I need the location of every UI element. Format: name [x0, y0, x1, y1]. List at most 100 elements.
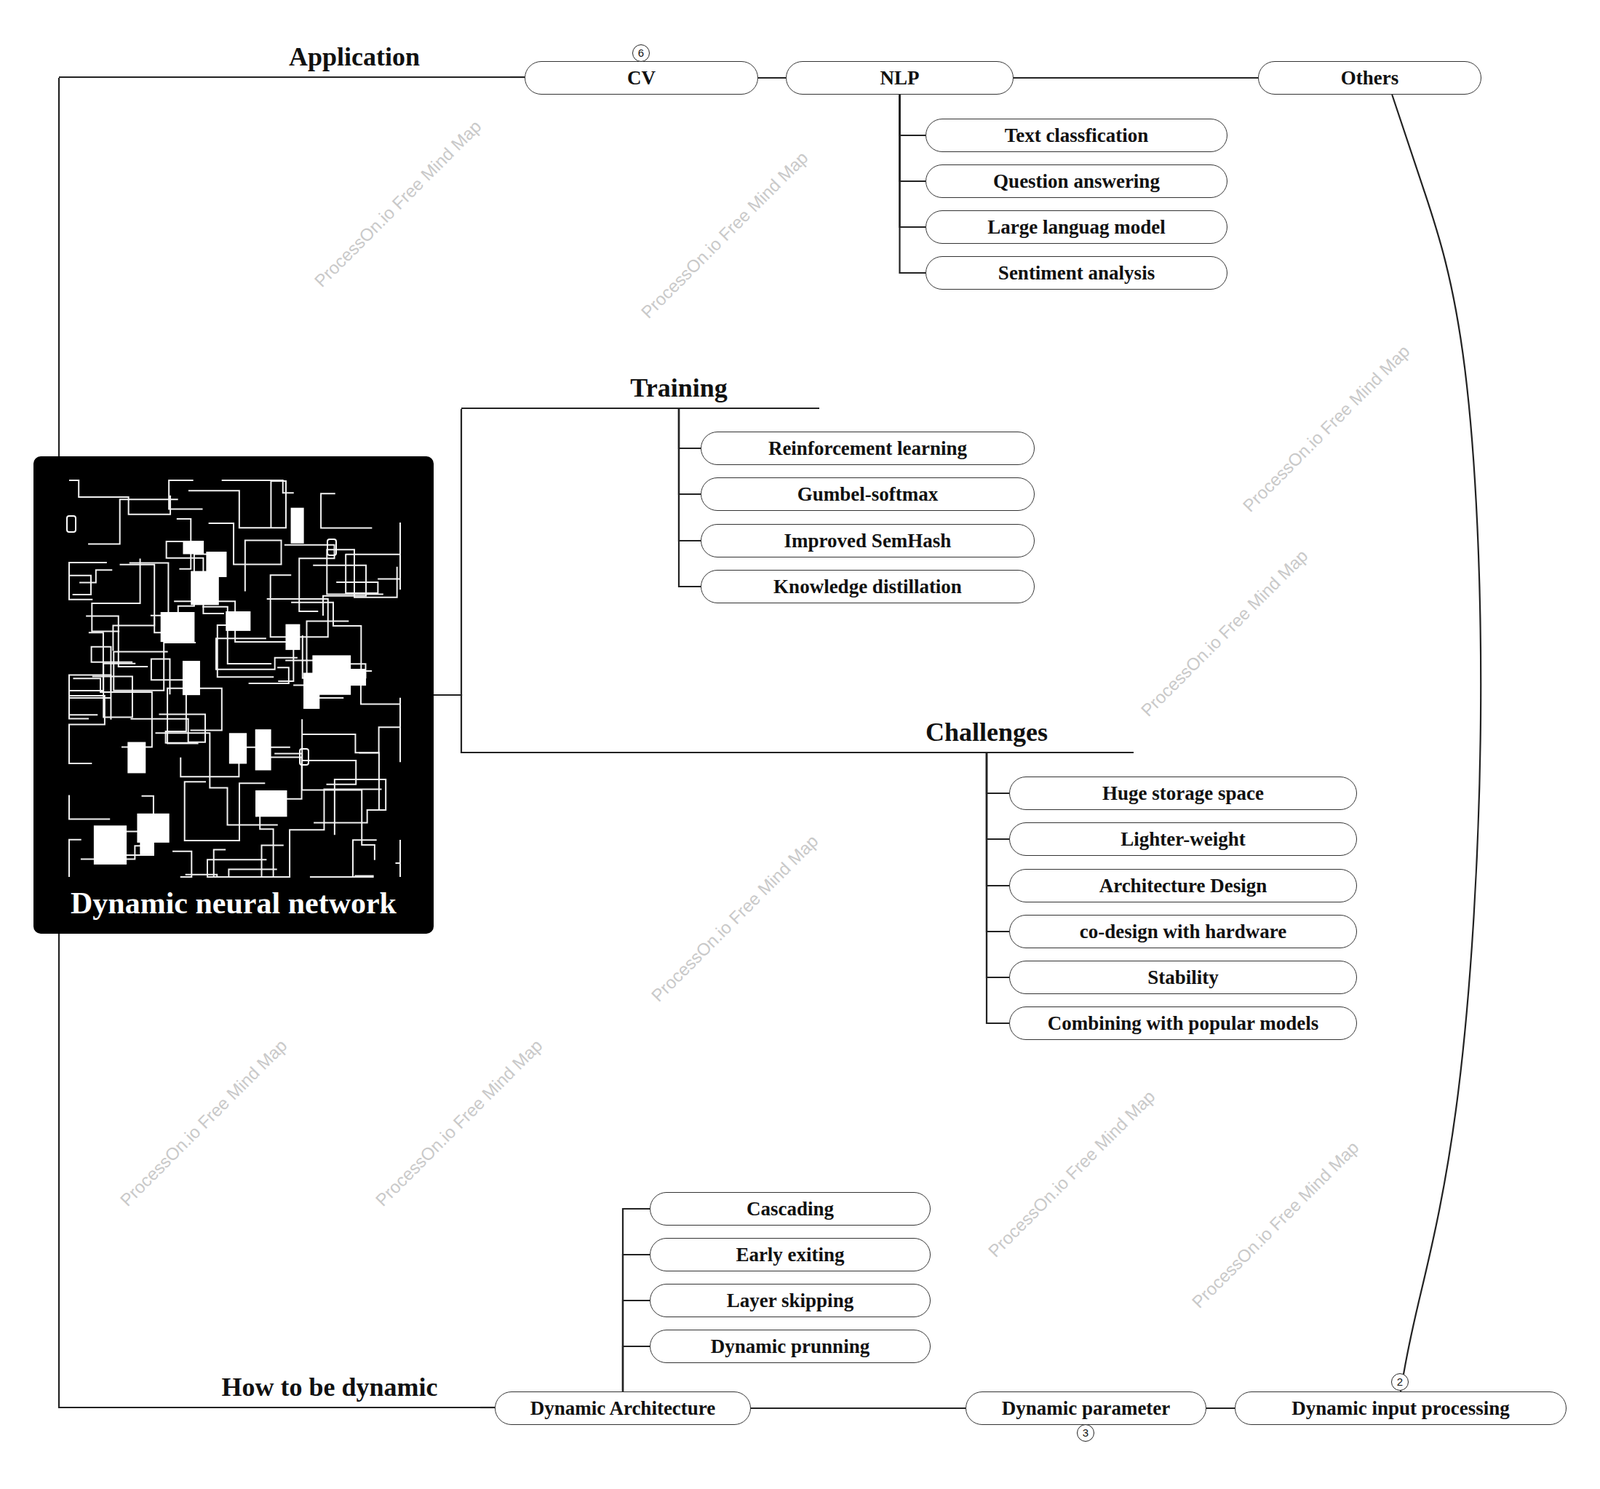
- circuit-block: [160, 611, 195, 642]
- watermark: ProcessOn.io Free Mind Map: [116, 1035, 292, 1211]
- circuit-trace: [360, 670, 401, 762]
- circuit-chip: [66, 515, 76, 532]
- heading-text: Challenges: [925, 716, 1048, 748]
- circuit-block: [312, 654, 351, 695]
- circuit-block: [255, 729, 272, 770]
- circuit-trace: [69, 562, 107, 600]
- watermark: ProcessOn.io Free Mind Map: [637, 147, 813, 324]
- central-topic: Dynamic neural network: [33, 456, 434, 934]
- node-text: Combining with popular models: [1047, 1012, 1319, 1035]
- circuit-trace: [207, 859, 267, 877]
- node-text: Improved SemHash: [784, 529, 952, 553]
- topic-box: Dynamic input processing: [1234, 1391, 1567, 1425]
- connector: [986, 753, 1010, 886]
- topic-box: NLP: [785, 61, 1014, 95]
- topic-box: Dynamic Architecture: [494, 1391, 751, 1425]
- circuit-trace: [85, 615, 148, 667]
- circuit-trace: [184, 781, 266, 841]
- circuit-block: [182, 540, 204, 554]
- circuit-trace: [69, 839, 82, 877]
- node-text: Text classfication: [1004, 124, 1149, 147]
- topic-box: Lighter-weight: [1009, 822, 1357, 856]
- branch-heading: Application: [58, 40, 511, 78]
- node-text: Gumbel-softmax: [797, 483, 938, 506]
- topic-box: Others: [1258, 61, 1482, 95]
- node-text: Architecture Design: [1099, 874, 1268, 898]
- circuit-trace: [165, 693, 198, 743]
- connector: [900, 94, 927, 136]
- node-text: Layer skipping: [726, 1289, 854, 1312]
- watermark: ProcessOn.io Free Mind Map: [310, 116, 487, 292]
- circuit-trace: [336, 553, 378, 593]
- circuit-trace: [69, 575, 91, 595]
- circuit-block: [285, 624, 300, 650]
- circuit-chip: [299, 748, 309, 765]
- connector: [986, 753, 1010, 978]
- connector: [900, 94, 927, 182]
- connector: [58, 77, 60, 457]
- circuit-trace: [72, 678, 152, 747]
- node-text: Question answering: [993, 170, 1160, 193]
- connector: [433, 694, 462, 754]
- circuit-trace: [309, 839, 377, 877]
- circuit-block: [93, 825, 127, 865]
- node-text: Early exiting: [735, 1243, 845, 1267]
- node-text: NLP: [880, 66, 920, 90]
- node-text: Others: [1340, 66, 1399, 90]
- circuit-trace: [91, 646, 134, 692]
- circuit-trace: [69, 480, 112, 497]
- topic-box: Dynamic prunning: [649, 1329, 931, 1363]
- node-text: Dynamic input processing: [1291, 1396, 1510, 1420]
- topic-box: Knowledge distillation: [700, 569, 1035, 604]
- node-text: Dynamic parameter: [1001, 1396, 1171, 1420]
- topic-box: Dynamic parameter: [965, 1391, 1207, 1425]
- node-text: Dynamic neural network: [33, 885, 434, 921]
- circuit-trace: [69, 695, 105, 764]
- node-text: Dynamic prunning: [710, 1335, 870, 1358]
- circuit-block: [127, 742, 146, 774]
- topic-box: Text classfication: [925, 118, 1228, 153]
- circuit-block: [225, 611, 251, 631]
- circuit-trace: [69, 795, 110, 820]
- node-text: Dynamic Architecture: [530, 1396, 716, 1420]
- topic-box: Combining with popular models: [1009, 1006, 1357, 1040]
- circuit-block: [136, 813, 169, 843]
- circuit-trace: [188, 480, 286, 529]
- topic-box: Architecture Design: [1009, 868, 1357, 903]
- connector: [1391, 94, 1481, 1392]
- circuit-trace: [129, 563, 169, 616]
- connector: [622, 1208, 650, 1392]
- heading-text: How to be dynamic: [221, 1371, 439, 1403]
- topic-box: Large languag model: [925, 210, 1228, 244]
- topic-box: Improved SemHash: [700, 523, 1035, 558]
- node-text: co-design with hardware: [1079, 920, 1288, 943]
- connector: [750, 1407, 966, 1409]
- node-text: Huge storage space: [1102, 782, 1264, 805]
- topic-box: Huge storage space: [1009, 776, 1357, 810]
- circuit-trace: [88, 499, 179, 544]
- heading-text: Training: [630, 372, 727, 404]
- circuit-block: [182, 660, 201, 695]
- connector: [622, 1254, 650, 1392]
- circuit-lines: [66, 480, 401, 877]
- heading-text: Application: [288, 41, 420, 73]
- watermark: ProcessOn.io Free Mind Map: [984, 1086, 1160, 1262]
- circuit-trace: [312, 565, 366, 616]
- topic-box: Cascading: [649, 1191, 931, 1226]
- connector: [58, 933, 60, 1408]
- circuit-trace: [172, 851, 192, 877]
- circuit-block: [255, 790, 287, 817]
- connector: [678, 408, 701, 495]
- topic-box: Early exiting: [649, 1237, 931, 1272]
- topic-box: co-design with hardware: [1009, 914, 1357, 949]
- circuit-chip: [327, 539, 337, 556]
- circuit-trace: [326, 549, 397, 598]
- node-text: CV: [627, 66, 656, 90]
- callout-number: 3: [1076, 1423, 1095, 1442]
- circuit-trace: [358, 697, 401, 754]
- connector: [986, 753, 1010, 794]
- topic-box: Sentiment analysis: [925, 256, 1228, 290]
- circuit-trace: [79, 569, 113, 583]
- node-text: Stability: [1147, 966, 1219, 989]
- topic-box: Gumbel-softmax: [700, 477, 1035, 511]
